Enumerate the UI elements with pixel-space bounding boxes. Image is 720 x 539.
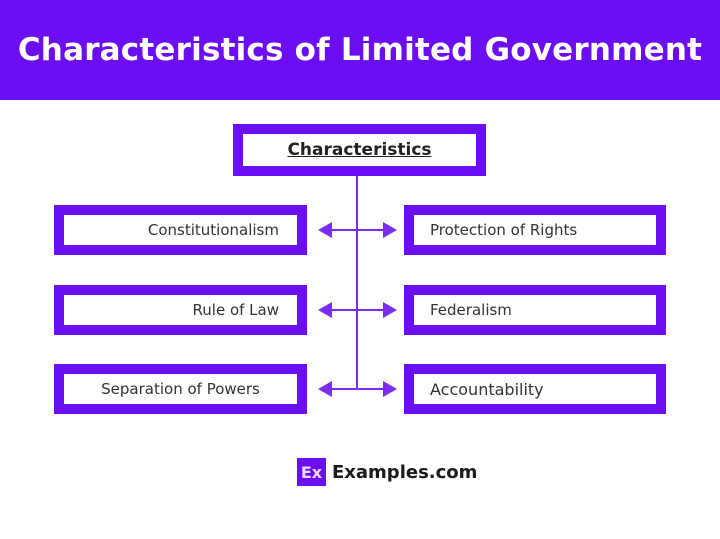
node-separation-of-powers: Separation of Powers bbox=[54, 364, 307, 414]
page-title: Characteristics of Limited Government bbox=[17, 32, 703, 68]
node-label: Protection of Rights bbox=[430, 221, 578, 239]
node-constitutionalism: Constitutionalism bbox=[54, 205, 307, 255]
brand-name: Examples.com bbox=[332, 461, 478, 483]
examples-logo-icon: Ex bbox=[297, 458, 326, 486]
node-accountability: Accountability bbox=[404, 364, 666, 414]
root-node-label: Characteristics bbox=[287, 140, 432, 160]
brand-footer: Ex Examples.com bbox=[297, 458, 477, 486]
node-label: Constitutionalism bbox=[147, 221, 279, 239]
node-federalism: Federalism bbox=[404, 285, 666, 335]
title-banner: Characteristics of Limited Government bbox=[0, 0, 720, 100]
node-label: Rule of Law bbox=[192, 301, 279, 319]
node-protection-of-rights: Protection of Rights bbox=[404, 205, 666, 255]
node-rule-of-law: Rule of Law bbox=[54, 285, 307, 335]
node-label: Separation of Powers bbox=[101, 380, 260, 398]
node-label: Federalism bbox=[430, 301, 512, 319]
node-label: Accountability bbox=[430, 379, 544, 399]
root-node-characteristics: Characteristics bbox=[233, 124, 486, 176]
